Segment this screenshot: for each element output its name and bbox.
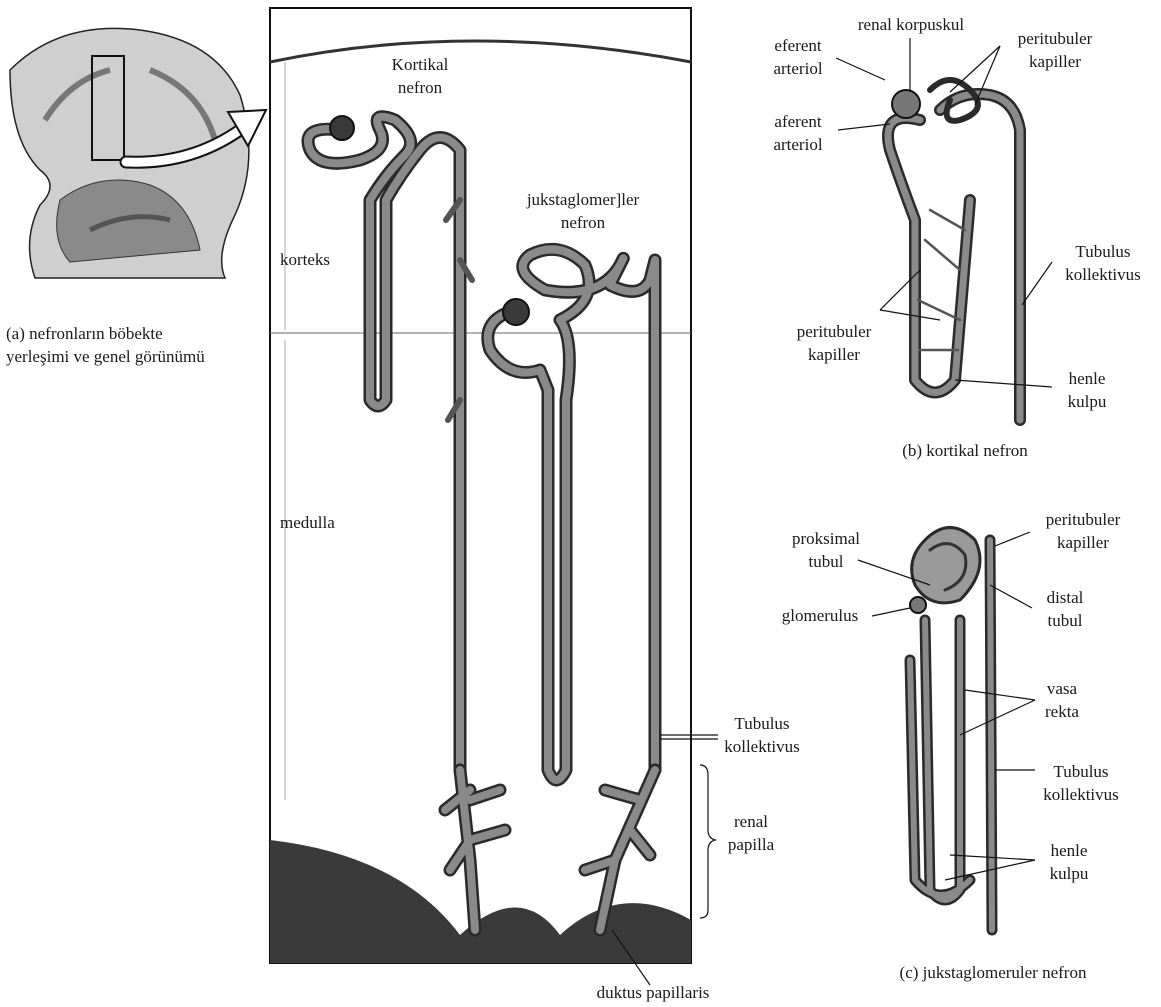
label-distal-tubul: distal tubul (1030, 586, 1100, 632)
label-henle-kulpu-b: henle kulpu (1052, 367, 1122, 413)
label-tubulus-kollektivus-c: Tubulus kollektivus (1026, 760, 1136, 806)
label-tubulus-c-line1: Tubulus (1026, 760, 1136, 783)
juxtamedullary-nephron-detail (910, 528, 992, 931)
label-henle-c-line1: henle (1034, 839, 1104, 862)
label-tubulus-kollektivus-a: Tubulus kollektivus (712, 712, 812, 758)
label-renal-papilla: renal papilla (716, 810, 786, 856)
label-tubulus-a-line1: Tubulus (712, 712, 812, 735)
label-juxtaglomerular-nephron: jukstaglomer]ler nefron (508, 188, 658, 234)
label-distal-line1: distal (1030, 586, 1100, 609)
label-proksimal-line1: proksimal (778, 527, 874, 550)
label-peritub-mid-line2: kapiller (784, 343, 884, 366)
label-peritub-c-line2: kapiller (1028, 531, 1138, 554)
cortical-nephron (308, 116, 472, 770)
label-tubulus-a-line2: kollektivus (712, 735, 812, 758)
label-henle-b-line2: kulpu (1052, 390, 1122, 413)
label-papilla-line2: papilla (716, 833, 786, 856)
kidney-thumbnail (10, 28, 249, 278)
label-aferent-line2: arteriol (758, 133, 838, 156)
label-aferent-line1: aferent (758, 110, 838, 133)
panel-c-caption: (c) jukstaglomeruler nefron (868, 961, 1118, 984)
label-vasa-rekta: vasa rekta (1032, 677, 1092, 723)
label-henle-kulpu-c: henle kulpu (1034, 839, 1104, 885)
label-peritub-mid-line1: peritubuler (784, 320, 884, 343)
label-peritubuler-kapiller-mid: peritubuler kapiller (784, 320, 884, 366)
label-papilla-line1: renal (716, 810, 786, 833)
label-juxta-line1: jukstaglomer]ler (508, 188, 658, 211)
label-vasa-line2: rekta (1032, 700, 1092, 723)
label-cortical-nephron: Kortikal nefron (380, 53, 460, 99)
panel-a-caption: (a) nefronların böbekte yerleşimi ve gen… (6, 322, 205, 368)
label-proksimal-line2: tubul (778, 550, 874, 573)
label-glomerulus: glomerulus (770, 604, 870, 627)
label-tubulus-c-line2: kollektivus (1026, 783, 1136, 806)
panel-a-caption-line1: (a) nefronların böbekte (6, 322, 205, 345)
label-henle-c-line2: kulpu (1034, 862, 1104, 885)
label-aferent-arteriol: aferent arteriol (758, 110, 838, 156)
label-peritub-c-line1: peritubuler (1028, 508, 1138, 531)
label-eferent-line2: arteriol (758, 57, 838, 80)
panel-a-caption-line2: yerleşimi ve genel görünümü (6, 345, 205, 368)
label-renal-korpuskul: renal korpuskul (846, 13, 976, 36)
label-peritub-top-line1: peritubuler (1000, 27, 1110, 50)
label-duktus-papillaris: duktus papillaris (578, 981, 728, 1004)
label-cortical-nephron-line1: Kortikal (380, 53, 460, 76)
label-tubulus-b-line1: Tubulus (1048, 240, 1158, 263)
label-henle-b-line1: henle (1052, 367, 1122, 390)
label-juxta-line2: nefron (508, 211, 658, 234)
juxtamedullary-nephron (488, 249, 655, 780)
cortical-nephron-detail (888, 80, 1020, 420)
label-eferent-line1: eferent (758, 34, 838, 57)
label-eferent-arteriol: eferent arteriol (758, 34, 838, 80)
label-peritubuler-kapiller-top: peritubuler kapiller (1000, 27, 1110, 73)
label-medulla: medulla (280, 511, 335, 534)
label-tubulus-b-line2: kollektivus (1048, 263, 1158, 286)
label-peritubuler-kapiller-c: peritubuler kapiller (1028, 508, 1138, 554)
label-cortical-nephron-line2: nefron (380, 76, 460, 99)
label-tubulus-kollektivus-b: Tubulus kollektivus (1048, 240, 1158, 286)
label-proksimal-tubul: proksimal tubul (778, 527, 874, 573)
panel-b-caption: (b) kortikal nefron (880, 439, 1050, 462)
label-distal-line2: tubul (1030, 609, 1100, 632)
label-peritub-top-line2: kapiller (1000, 50, 1110, 73)
label-korteks: korteks (280, 248, 330, 271)
label-vasa-line1: vasa (1032, 677, 1092, 700)
